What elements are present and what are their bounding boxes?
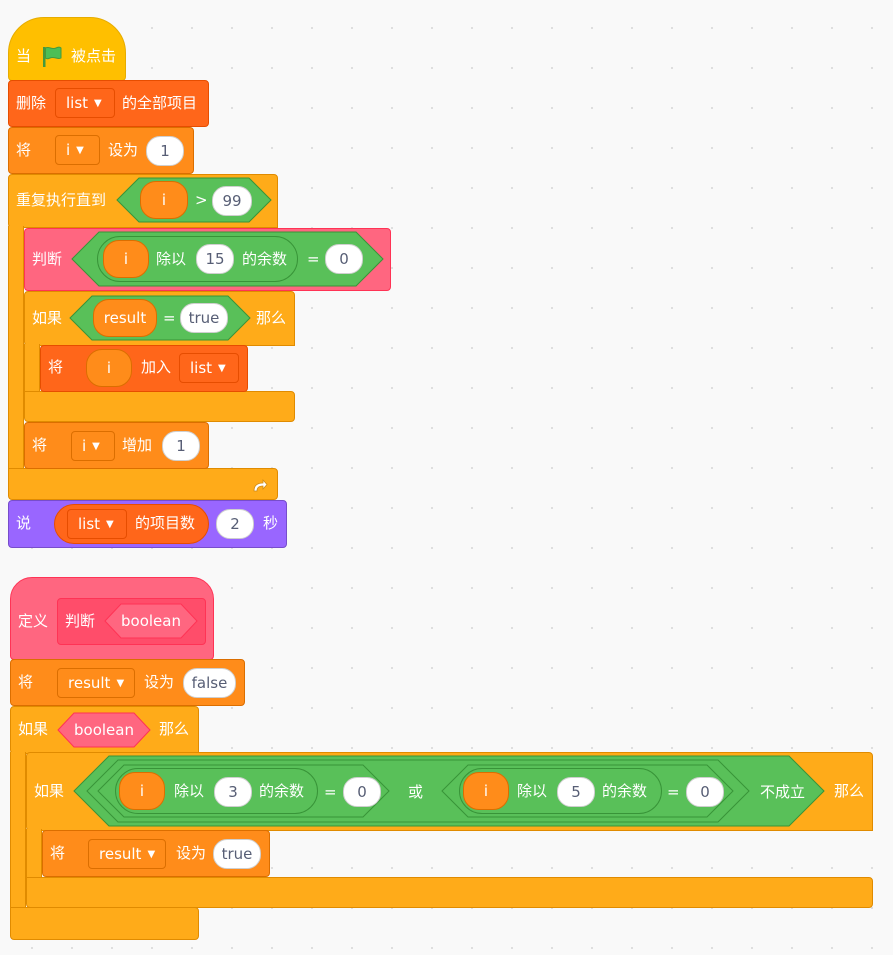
set-value-input[interactable]: true bbox=[213, 839, 261, 869]
mod-label: 除以 bbox=[174, 782, 205, 800]
hat-suffix-label: 被点击 bbox=[71, 47, 117, 65]
svg-text:boolean: boolean bbox=[121, 612, 181, 630]
set-label: 将 bbox=[18, 673, 34, 691]
chevron-down-icon: ▼ bbox=[92, 441, 100, 452]
if-block-arm bbox=[24, 344, 40, 394]
green-flag-icon bbox=[40, 45, 64, 69]
not-label: 不成立 bbox=[760, 783, 805, 801]
set-to-label: 设为 bbox=[108, 141, 139, 159]
then-label: 那么 bbox=[834, 782, 865, 800]
set-label: 将 bbox=[16, 141, 32, 159]
set-value-input[interactable]: 1 bbox=[146, 136, 184, 166]
if-inner-arm bbox=[26, 829, 42, 879]
hat-prefix-label: 当 bbox=[16, 47, 32, 65]
variable-reporter-i[interactable]: i bbox=[140, 181, 188, 219]
chevron-down-icon: ▼ bbox=[218, 363, 226, 374]
variable-reporter-i[interactable]: i bbox=[103, 240, 149, 278]
variable-reporter-result[interactable]: result bbox=[93, 299, 157, 337]
mod-label: 除以 bbox=[156, 250, 187, 268]
set-to-label: 设为 bbox=[176, 844, 207, 862]
operator-equals: = bbox=[667, 783, 680, 801]
set-to-label: 设为 bbox=[144, 673, 175, 691]
mod-label: 除以 bbox=[517, 782, 548, 800]
divisor-input[interactable]: 15 bbox=[196, 244, 234, 274]
equals-value-input[interactable]: 0 bbox=[343, 777, 381, 807]
add-set-label: 将 bbox=[48, 358, 64, 376]
chevron-down-icon: ▼ bbox=[116, 678, 125, 689]
loop-arrow-icon bbox=[251, 476, 269, 494]
delete-label: 删除 bbox=[16, 94, 47, 112]
chevron-down-icon: ▼ bbox=[76, 145, 84, 156]
if-label: 如果 bbox=[18, 720, 49, 738]
define-name-label: 判断 bbox=[65, 612, 96, 630]
repeat-until-arm bbox=[8, 226, 24, 472]
set-value-input[interactable]: false bbox=[183, 668, 236, 698]
svg-text:boolean: boolean bbox=[74, 721, 134, 739]
equals-value-input[interactable]: 0 bbox=[686, 777, 724, 807]
change-label: 增加 bbox=[122, 436, 153, 454]
delete-suffix-label: 的全部项目 bbox=[122, 94, 198, 112]
variable-reporter-i[interactable]: i bbox=[463, 772, 509, 810]
divisor-input[interactable]: 3 bbox=[214, 777, 252, 807]
operator-equals: = bbox=[163, 309, 176, 327]
if-outer-bottom bbox=[10, 907, 199, 940]
if-block-bottom bbox=[24, 391, 295, 422]
set-label: 将 bbox=[50, 844, 66, 862]
judge-label: 判断 bbox=[32, 250, 63, 268]
list-dropdown[interactable]: list▼ bbox=[55, 88, 115, 118]
variable-dropdown[interactable]: result▼ bbox=[57, 668, 135, 698]
list-length-label: 的项目数 bbox=[135, 514, 196, 532]
variable-reporter-i[interactable]: i bbox=[119, 772, 165, 810]
if-outer-arm bbox=[10, 752, 26, 910]
remainder-label: 的余数 bbox=[259, 782, 305, 800]
seconds-input[interactable]: 2 bbox=[216, 509, 254, 539]
boolean-argument-reporter[interactable]: boolean bbox=[104, 603, 198, 639]
chevron-down-icon: ▼ bbox=[94, 98, 102, 109]
then-label: 那么 bbox=[256, 309, 287, 327]
add-label: 加入 bbox=[141, 358, 172, 376]
operator-equals: = bbox=[307, 250, 320, 268]
seconds-unit-label: 秒 bbox=[263, 514, 279, 532]
when-flag-clicked-hat[interactable] bbox=[8, 17, 126, 81]
change-value-input[interactable]: 1 bbox=[162, 431, 200, 461]
variable-dropdown[interactable]: i▼ bbox=[55, 135, 100, 165]
variable-reporter-i[interactable]: i bbox=[86, 349, 132, 387]
operator-greater-than: > bbox=[195, 191, 208, 209]
boolean-argument-reporter[interactable]: boolean bbox=[57, 712, 151, 748]
list-dropdown[interactable]: list▼ bbox=[179, 353, 239, 383]
change-set-label: 将 bbox=[32, 436, 48, 454]
remainder-label: 的余数 bbox=[602, 782, 648, 800]
chevron-down-icon: ▼ bbox=[147, 849, 156, 860]
define-label: 定义 bbox=[18, 612, 49, 630]
then-label: 那么 bbox=[159, 720, 190, 738]
or-label: 或 bbox=[408, 783, 423, 801]
variable-dropdown[interactable]: i▼ bbox=[71, 431, 115, 461]
equals-value-input[interactable]: 0 bbox=[325, 244, 363, 274]
operator-equals: = bbox=[324, 783, 337, 801]
if-label: 如果 bbox=[32, 309, 63, 327]
divisor-input[interactable]: 5 bbox=[557, 777, 595, 807]
repeat-until-bottom bbox=[8, 468, 278, 500]
if-inner-bottom bbox=[26, 877, 873, 908]
list-dropdown[interactable]: list▼ bbox=[67, 509, 127, 539]
remainder-label: 的余数 bbox=[242, 250, 288, 268]
variable-dropdown[interactable]: result▼ bbox=[88, 839, 166, 869]
say-label: 说 bbox=[16, 514, 32, 532]
compare-value-input[interactable]: 99 bbox=[212, 186, 252, 216]
chevron-down-icon: ▼ bbox=[106, 519, 114, 530]
if-label: 如果 bbox=[34, 782, 65, 800]
equals-value-input[interactable]: true bbox=[180, 303, 228, 333]
repeat-until-label: 重复执行直到 bbox=[16, 191, 107, 209]
